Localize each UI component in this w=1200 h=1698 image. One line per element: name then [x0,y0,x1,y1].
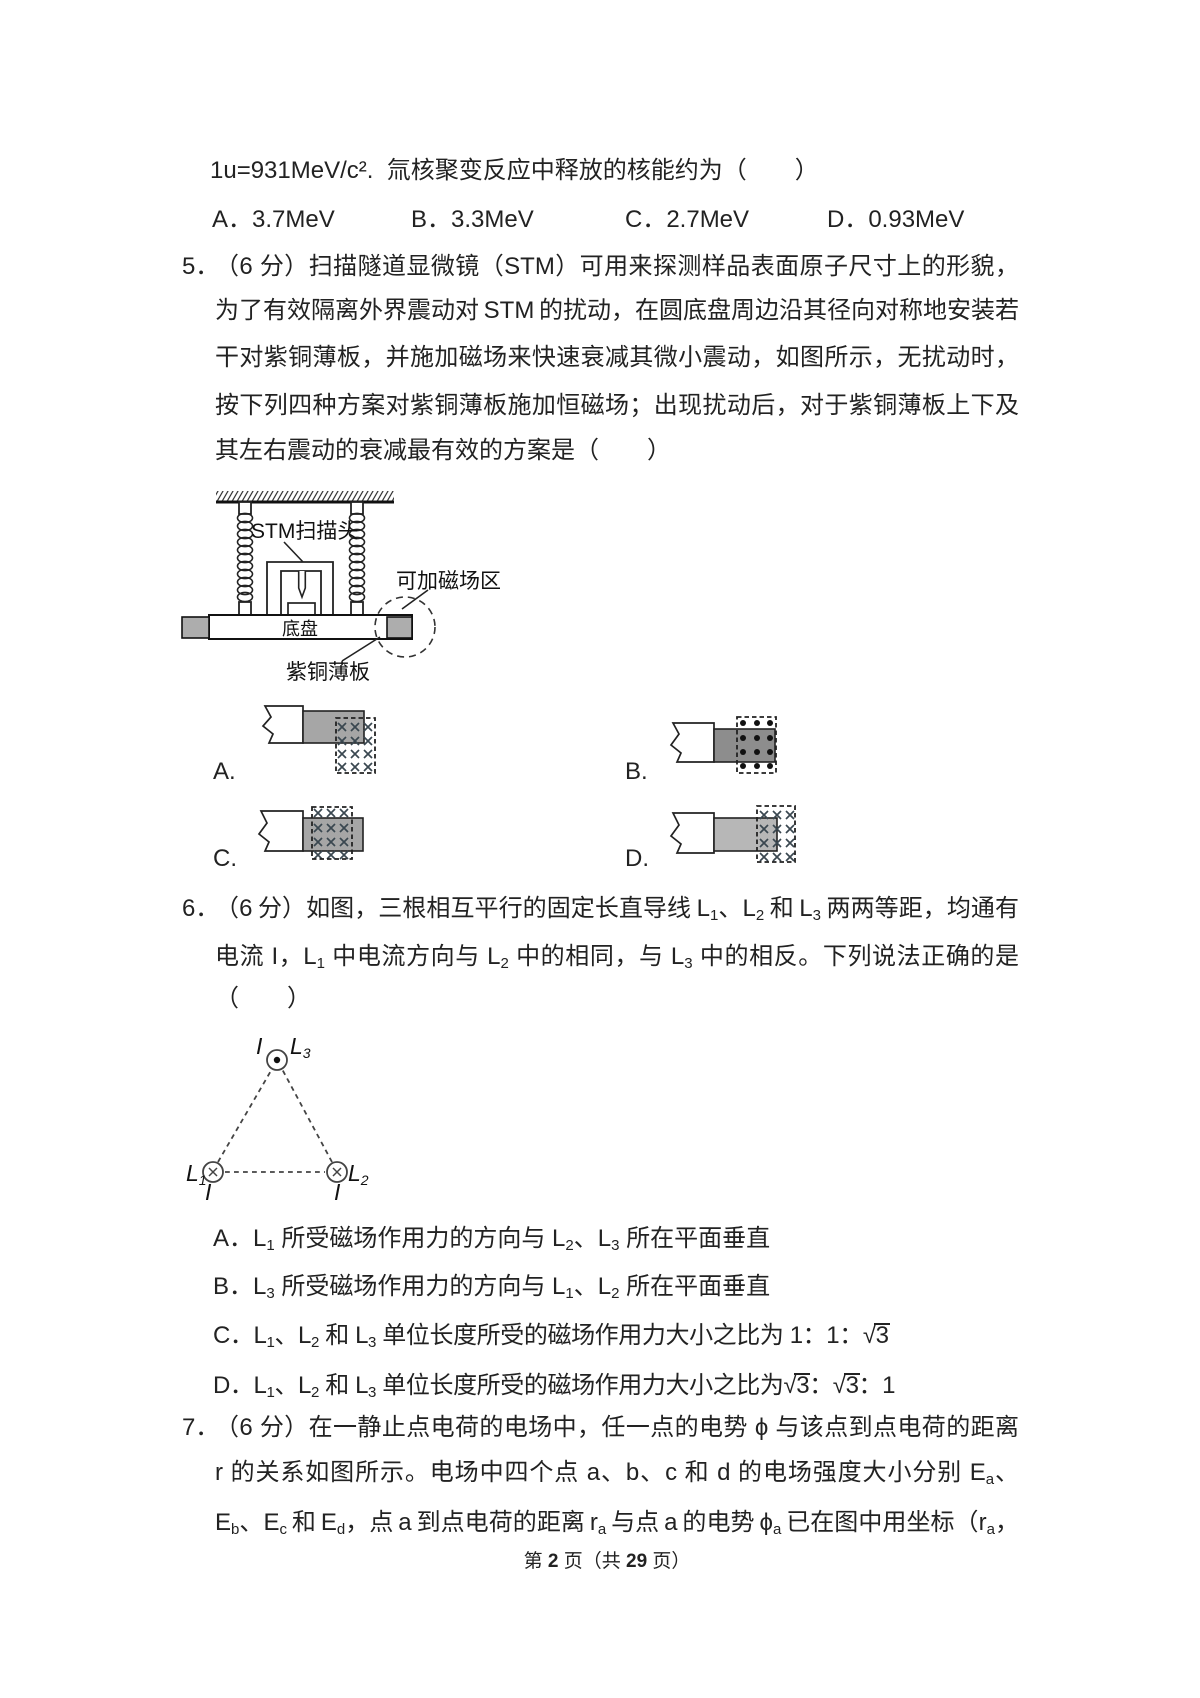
svg-text:底盘: 底盘 [282,619,318,639]
svg-text:STM扫描头: STM扫描头 [251,520,358,543]
svg-text:I: I [205,1179,212,1205]
svg-text:L2: L2 [348,1160,369,1188]
svg-text:I: I [256,1033,263,1059]
svg-text:I: I [334,1179,341,1205]
svg-text:紫铜薄板: 紫铜薄板 [286,661,370,684]
svg-text:L3: L3 [290,1033,311,1061]
svg-text:可加磁场区: 可加磁场区 [396,570,501,593]
svg-text:L1: L1 [186,1160,207,1188]
